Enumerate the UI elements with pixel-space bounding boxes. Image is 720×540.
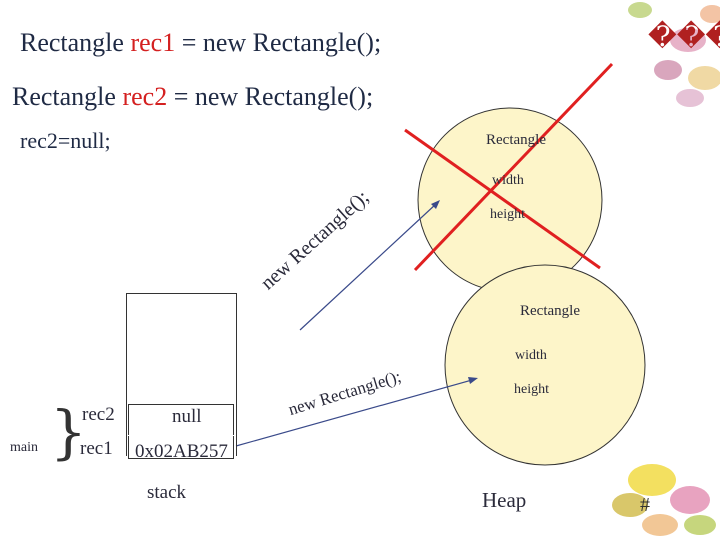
code-line-2: Rectangle rec2 = new Rectangle(); [12,82,373,112]
code-var-rec2: rec2 [122,82,168,111]
stack-var-rec2: rec2 [82,404,115,425]
heap-object-1-field-width: width [492,173,524,188]
arrow-rec2-to-object-1 [299,200,440,331]
code-expr: = new Rectangle(); [167,82,374,111]
cross-out-mark [404,62,614,272]
heap-object-1-class: Rectangle [486,132,546,148]
candy-eggs-bottom [612,464,716,536]
stack-value-rec2: null [172,406,202,427]
stack-var-rec1: rec1 [80,438,113,459]
heap-object-2-field-width: width [515,348,547,363]
scope-brace: } [50,398,87,466]
code-expr: = new Rectangle(); [175,28,382,57]
code-line-1: Rectangle rec1 = new Rectangle(); [20,28,381,58]
heap-caption: Heap [482,488,527,512]
slide-number: # [640,494,650,516]
heap-object-1-field-height: height [490,207,525,222]
code-type: Rectangle [12,82,123,111]
code-type: Rectangle [20,28,131,57]
corner-text: ��� [648,22,720,53]
stack-frame [126,293,237,456]
stack-cell-rec1 [128,436,234,459]
code-var-rec1: rec1 [130,28,176,57]
scope-label-main: main [10,440,38,455]
heap-object-2-field-height: height [514,382,549,397]
stack-caption: stack [147,482,187,503]
stack-cell-rec2 [128,404,234,435]
arrow-rec1-to-object-2 [235,377,478,447]
candy-eggs-top [628,2,720,107]
heap-object-2-circle [444,264,646,466]
stack-value-rec1: 0x02AB257 [135,441,228,462]
heap-object-2-class: Rectangle [520,303,580,319]
code-line-3: rec2=null; [20,128,111,153]
